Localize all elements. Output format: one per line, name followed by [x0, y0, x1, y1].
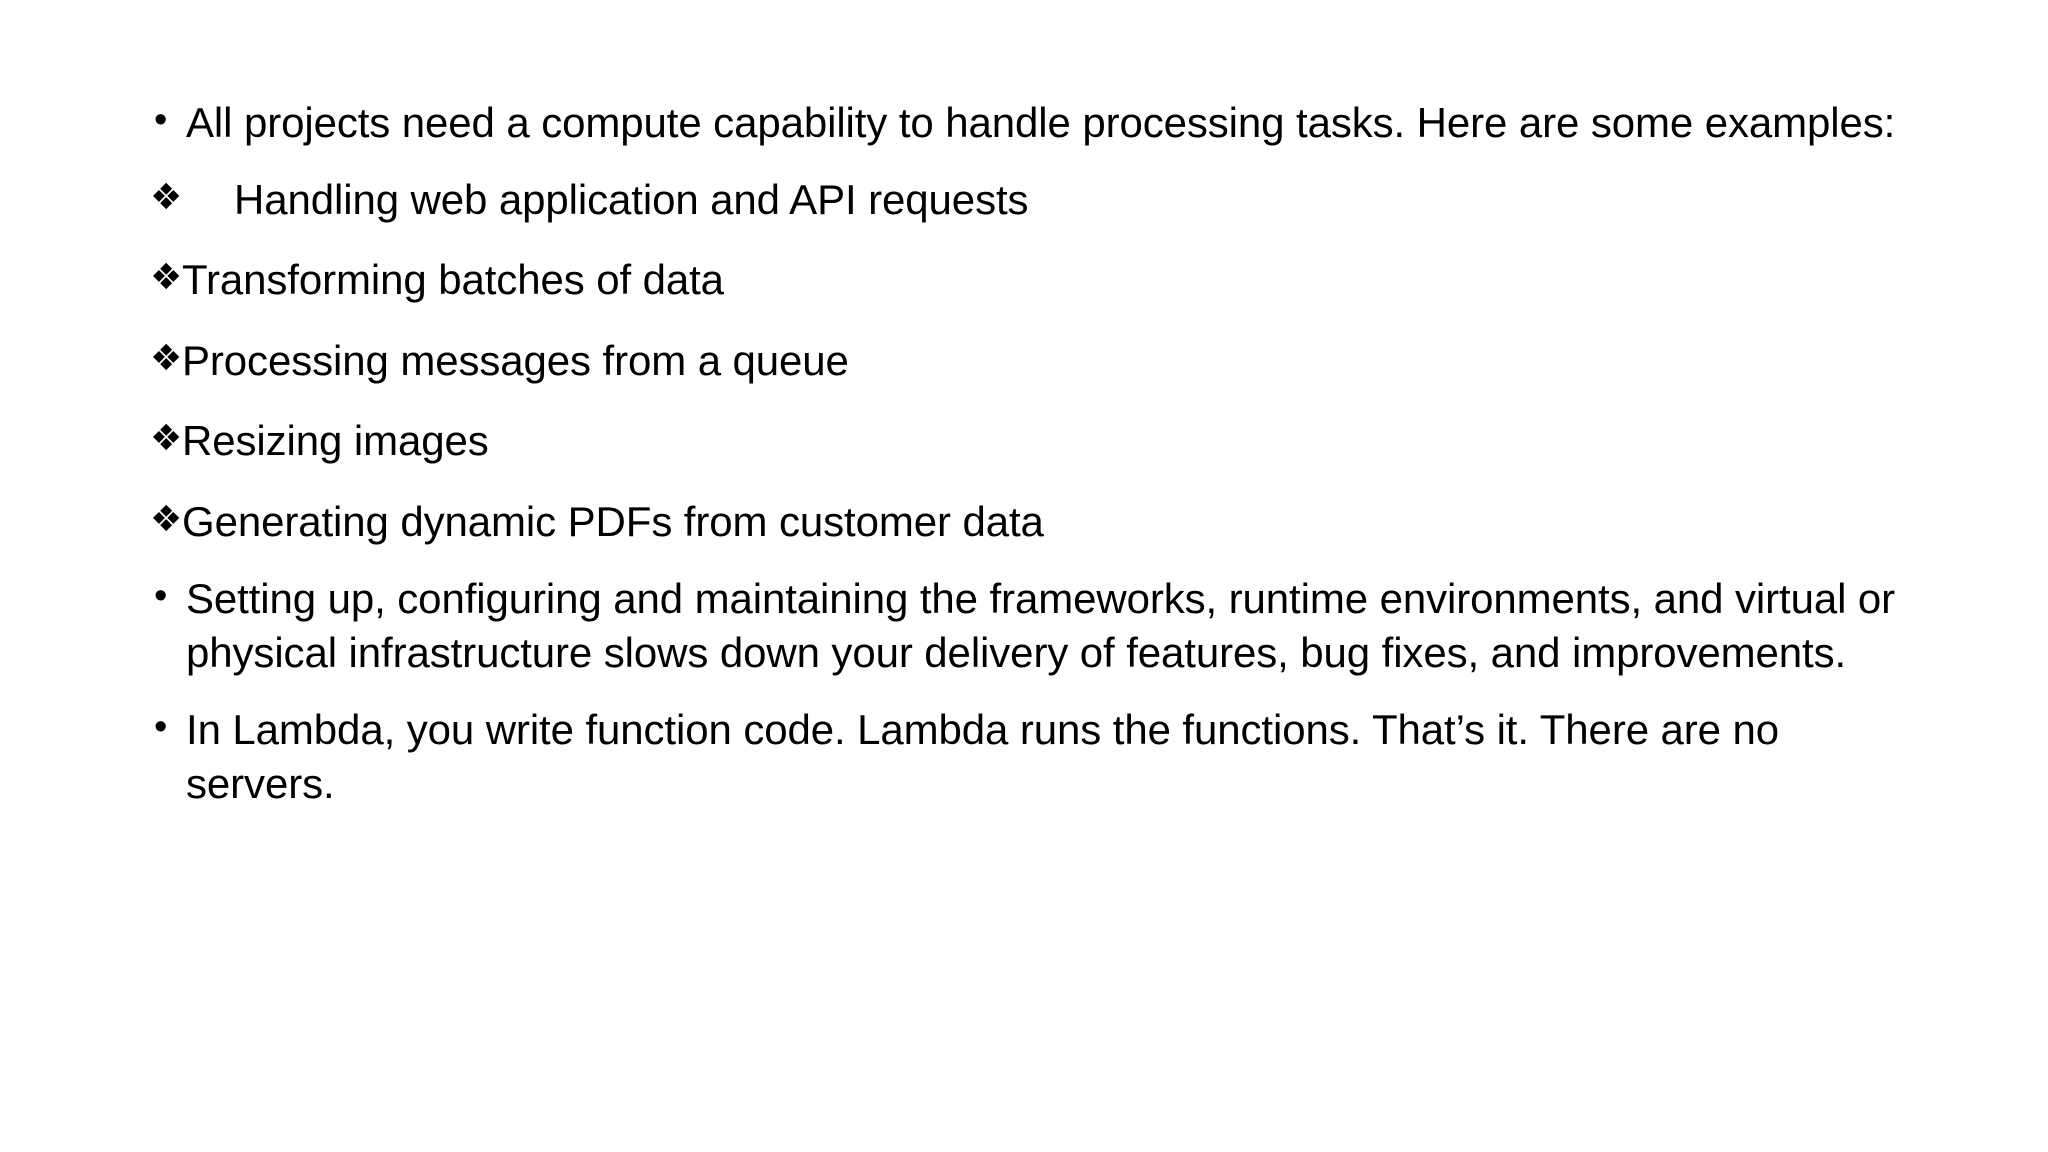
bullet-item-generating-pdfs: ❖ Generating dynamic PDFs from customer …	[150, 495, 1940, 550]
bullet-item-setup-overhead: • Setting up, configuring and maintainin…	[150, 572, 1940, 681]
content-placeholder: • All projects need a compute capability…	[150, 96, 1940, 830]
diamond-bullet-icon: ❖	[150, 256, 183, 298]
bullet-item-resizing-images: ❖ Resizing images	[150, 414, 1940, 469]
bullet-text: Setting up, configuring and maintaining …	[186, 574, 1896, 677]
diamond-bullet-icon: ❖	[150, 497, 183, 539]
bullet-text: Handling web application and API request…	[234, 175, 1029, 223]
bullet-text: In Lambda, you write function code. Lamb…	[186, 705, 1780, 808]
diamond-bullet-icon: ❖	[150, 175, 183, 217]
bullet-text: Transforming batches of data	[182, 256, 724, 304]
round-bullet-icon: •	[154, 705, 168, 748]
bullet-item-processing-messages: ❖ Processing messages from a queue	[150, 334, 1940, 389]
bullet-text: Generating dynamic PDFs from customer da…	[182, 497, 1044, 545]
diamond-bullet-icon: ❖	[150, 336, 183, 378]
bullet-item-transforming-data: ❖ Transforming batches of data	[150, 253, 1940, 308]
diamond-bullet-icon: ❖	[150, 417, 183, 459]
bullet-text: All projects need a compute capability t…	[186, 99, 1896, 146]
bullet-text: Processing messages from a queue	[182, 336, 849, 384]
bullet-item-intro: • All projects need a compute capability…	[150, 96, 1940, 151]
bullet-text: Resizing images	[182, 417, 489, 465]
round-bullet-icon: •	[154, 574, 168, 617]
round-bullet-icon: •	[154, 99, 168, 141]
bullet-item-lambda-no-servers: • In Lambda, you write function code. La…	[150, 703, 1940, 812]
bullet-item-handling-requests: ❖ Handling web application and API reque…	[150, 173, 1940, 228]
